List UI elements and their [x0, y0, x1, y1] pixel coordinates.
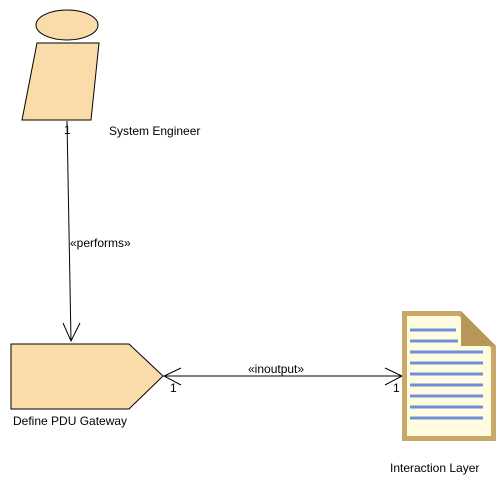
- performs-connector-line[interactable]: [66, 120, 72, 342]
- actor-head-shape[interactable]: [35, 9, 99, 41]
- document-icon[interactable]: [402, 311, 496, 441]
- inoutput-arrowhead-left: [162, 367, 182, 386]
- document-text-lines: [410, 328, 483, 420]
- process-shape[interactable]: [10, 343, 164, 410]
- document-multiplicity: 1: [393, 381, 400, 395]
- process-multiplicity: 1: [170, 381, 177, 395]
- actor-body-shape[interactable]: [21, 42, 100, 121]
- inoutput-relation-label: «inoutput»: [248, 362, 305, 376]
- document-name-label: Interaction Layer: [390, 461, 480, 475]
- actor-multiplicity: 1: [64, 123, 71, 137]
- performs-arrowhead: [62, 322, 81, 343]
- actor-name-label: System Engineer: [109, 124, 201, 138]
- process-name-label: Define PDU Gateway: [13, 414, 128, 428]
- performs-relation-label: «performs»: [70, 236, 131, 250]
